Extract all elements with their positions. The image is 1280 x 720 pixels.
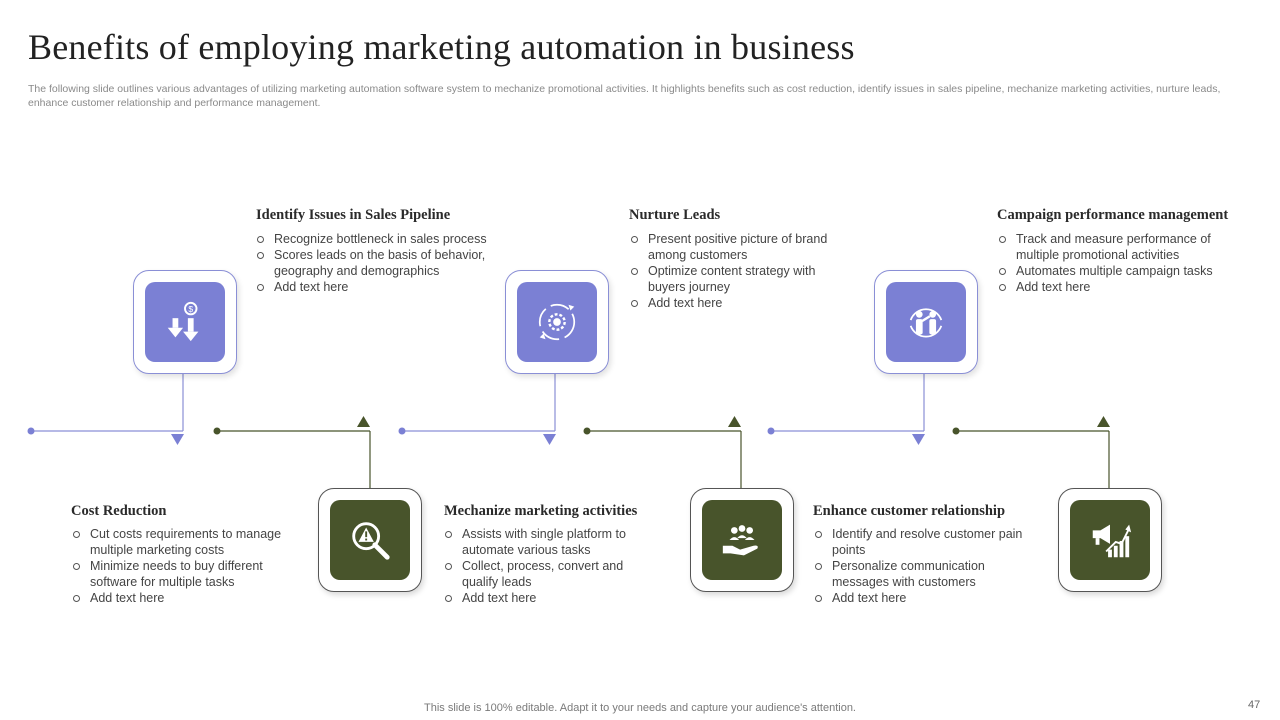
benefit-bullets-nurture-leads: Present positive picture of brand among … [630,231,840,311]
svg-text:$: $ [188,304,193,314]
timeline-dot [583,427,591,435]
benefit-icon-frame [505,270,609,374]
benefit-bullets-campaign-performance: Track and measure performance of multipl… [998,231,1238,295]
benefit-heading-identify-issues: Identify Issues in Sales Pipeline [256,207,451,223]
benefit-heading-nurture-leads: Nurture Leads [629,207,721,223]
benefit-heading-enhance-relationship: Enhance customer relationship [813,503,1006,519]
slide-title: Benefits of employing marketing automati… [28,27,855,67]
timeline-dot [27,427,35,435]
benefit-icon-tile: $ [145,282,225,362]
benefit-icon-frame [1058,488,1162,592]
bullet-item: Cut costs requirements to manage multipl… [72,526,297,558]
benefit-bullets-mechanize: Assists with single platform to automate… [444,526,654,606]
magnifier-warning-icon [352,522,390,560]
bullet-item: Assists with single platform to automate… [444,526,654,558]
timeline-dot [767,427,775,435]
benefit-bullets-enhance-relationship: Identify and resolve customer pain point… [814,526,1024,606]
benefit-heading-campaign-performance: Campaign performance management [997,207,1229,223]
bullet-item: Optimize content strategy with buyers jo… [630,263,840,295]
bullet-item: Minimize needs to buy different software… [72,558,297,590]
bullet-item: Present positive picture of brand among … [630,231,840,263]
benefit-heading-mechanize: Mechanize marketing activities [444,503,638,519]
timeline-dot [398,427,406,435]
benefit-icon-frame [318,488,422,592]
benefit-icon-frame [874,270,978,374]
benefit-heading-cost-reduction: Cost Reduction [71,503,167,519]
timeline-arrow-up [1097,416,1110,427]
timeline-arrow-up [728,416,741,427]
bullet-item: Add text here [814,590,1024,606]
timeline-arrow-up [357,416,370,427]
timeline-arrow-down [912,434,925,445]
bullet-item: Add text here [998,279,1238,295]
bullet-item: Scores leads on the basis of behavior, g… [256,247,506,279]
bullet-item: Add text here [72,590,297,606]
timeline-dot [952,427,960,435]
bullet-item: Add text here [256,279,506,295]
slide-footer-note: This slide is 100% editable. Adapt it to… [424,702,856,714]
benefit-bullets-cost-reduction: Cut costs requirements to manage multipl… [72,526,297,606]
benefit-icon-tile [1070,500,1150,580]
benefit-icon-frame: $ [133,270,237,374]
benefit-icon-tile [330,500,410,580]
bullet-item: Personalize communication messages with … [814,558,1024,590]
benefit-bullets-identify-issues: Recognize bottleneck in sales process Sc… [256,231,506,295]
megaphone-chart-icon [1092,524,1132,558]
bullet-item: Collect, process, convert and qualify le… [444,558,654,590]
handshake-people-icon [722,525,758,556]
gear-cycle-icon [538,303,576,341]
timeline-arrow-down [543,434,556,445]
bullet-item: Identify and resolve customer pain point… [814,526,1024,558]
timeline-dot [213,427,221,435]
bullet-item: Add text here [444,590,654,606]
benefit-icon-tile [702,500,782,580]
benefit-icon-frame [690,488,794,592]
benefit-icon-tile [886,282,966,362]
bullet-item: Add text here [630,295,840,311]
people-hand-icon [909,308,943,338]
bullet-item: Automates multiple campaign tasks [998,263,1238,279]
timeline-arrow-down [171,434,184,445]
money-hand-icon: $ [167,301,199,342]
benefit-icon-tile [517,282,597,362]
page-number: 47 [1248,699,1261,711]
slide-subtitle: The following slide outlines various adv… [28,83,1221,109]
bullet-item: Recognize bottleneck in sales process [256,231,506,247]
bullet-item: Track and measure performance of multipl… [998,231,1238,263]
